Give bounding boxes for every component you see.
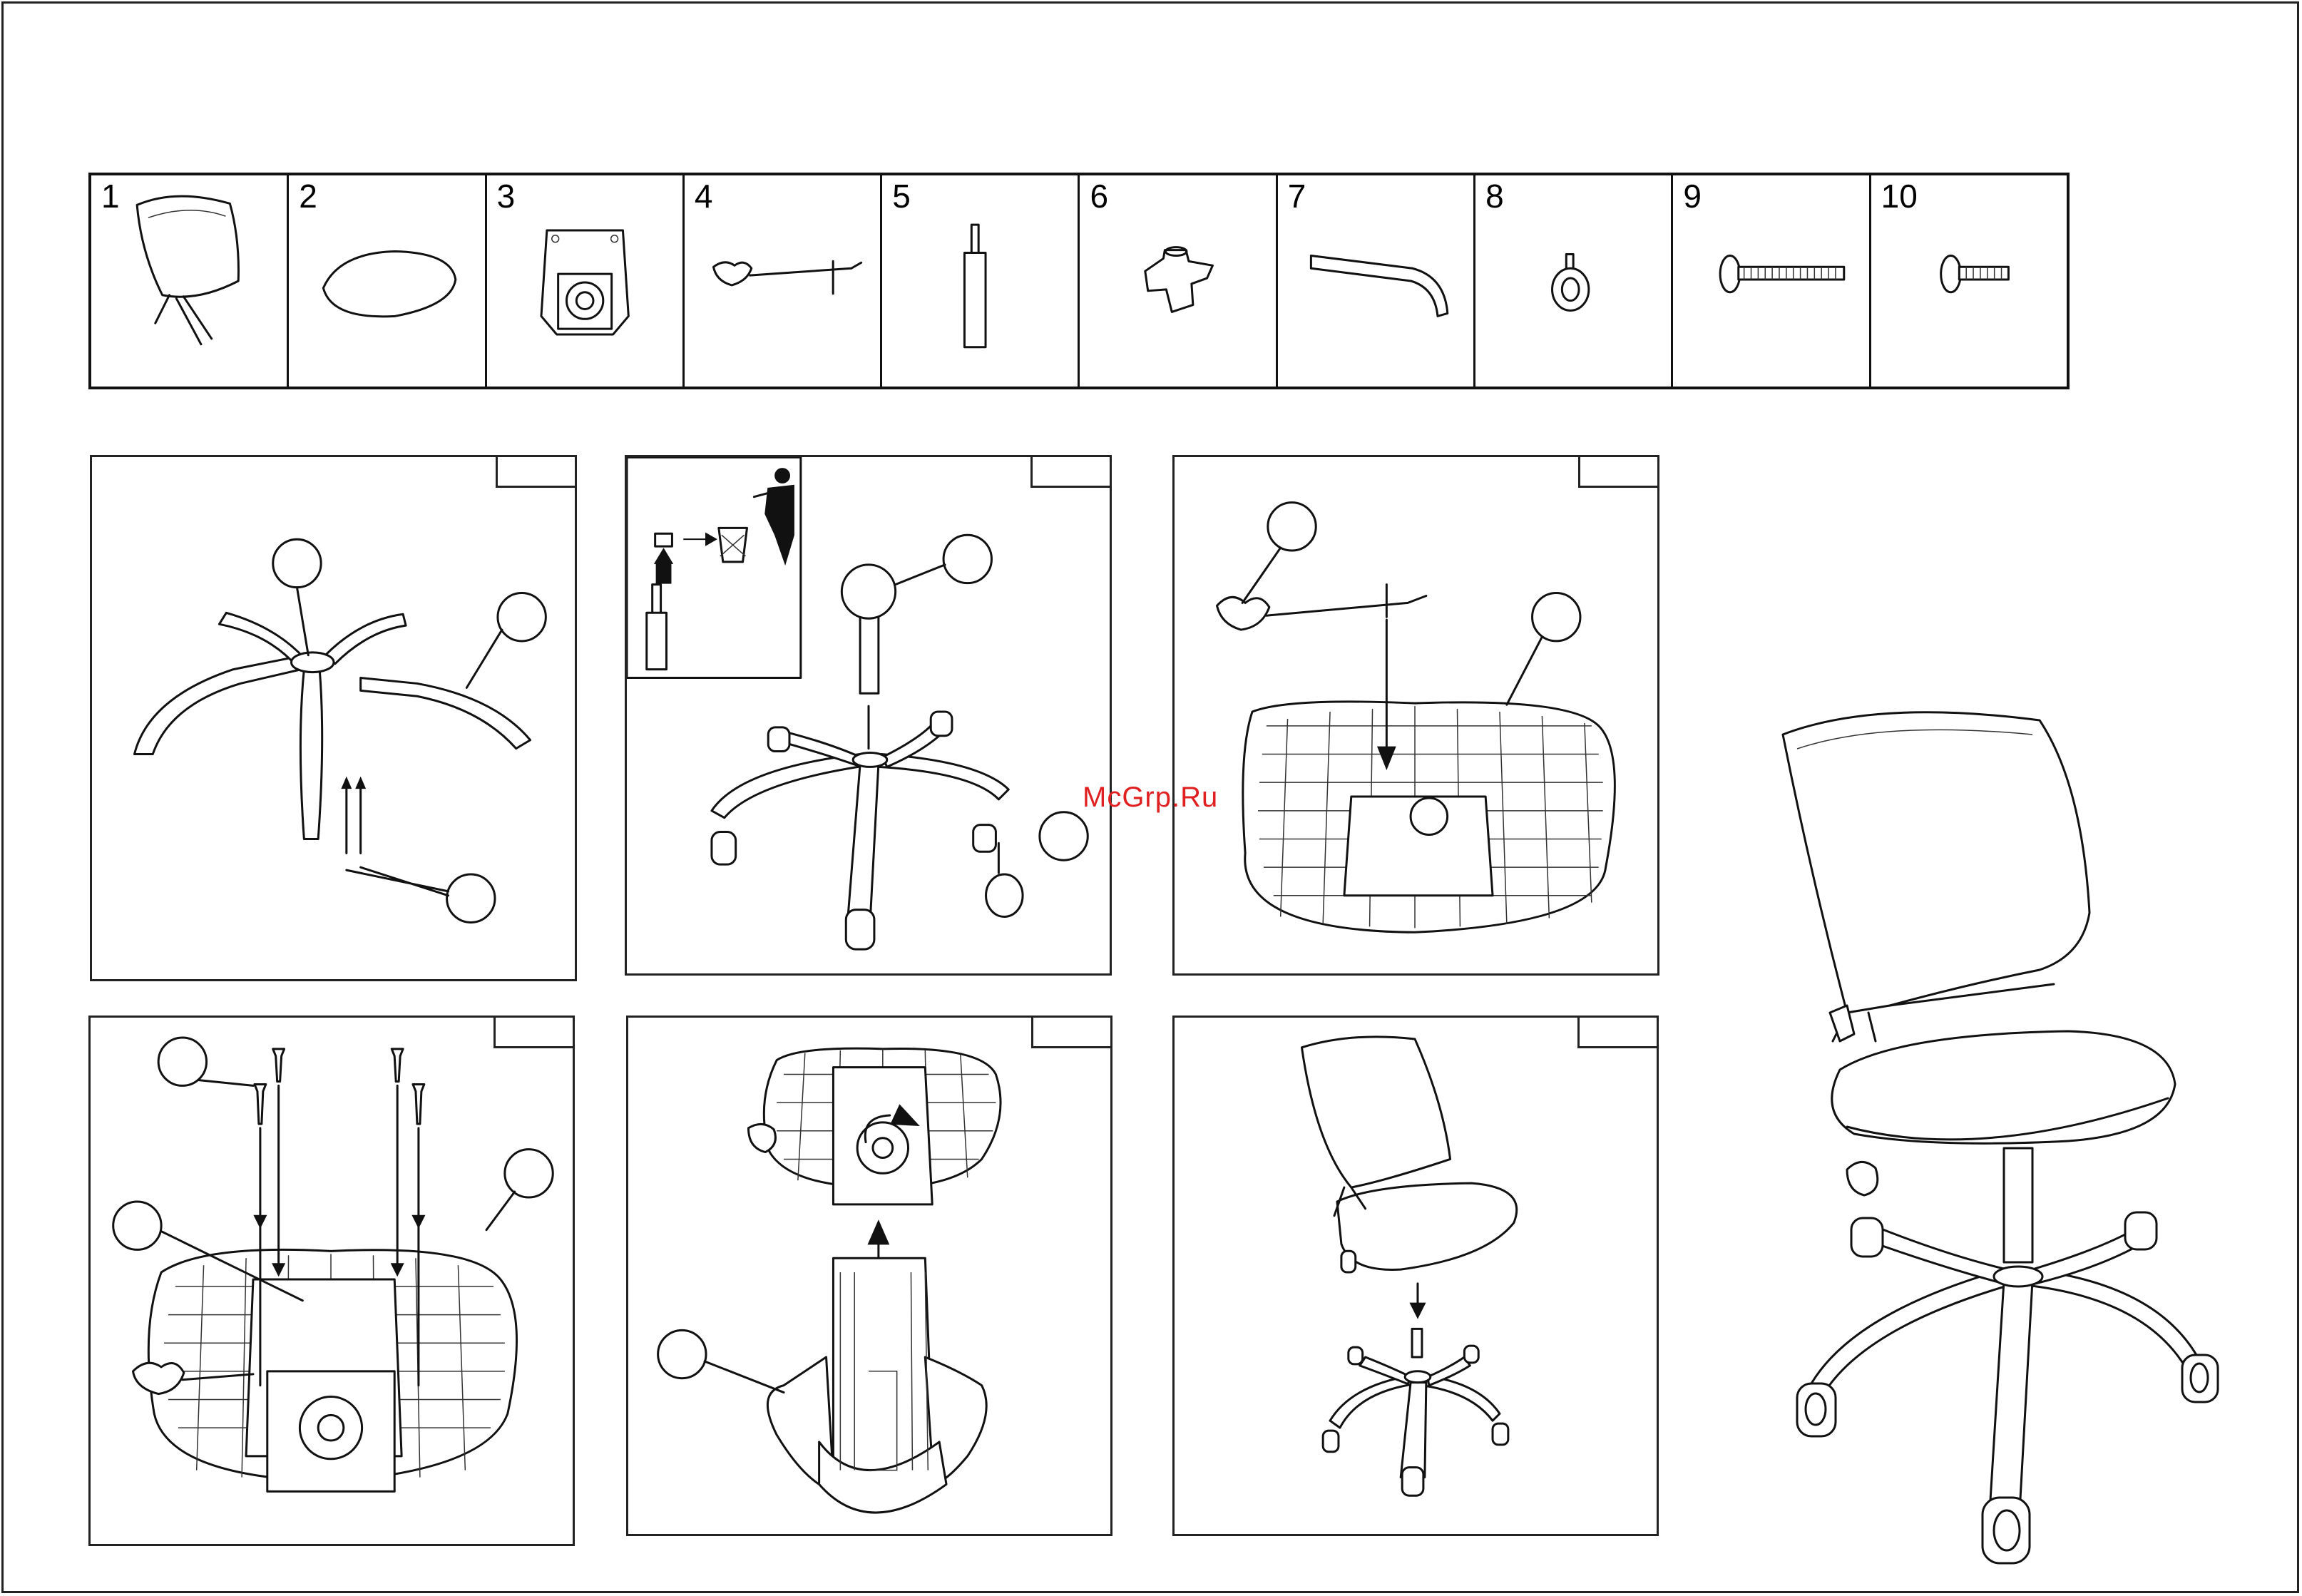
assembled-chair-illustration — [1769, 699, 2268, 1569]
gas-lift-diagram — [627, 457, 1110, 973]
base-leg-icon — [1278, 175, 1473, 387]
part-cell-1: 1 — [91, 175, 289, 387]
part-cell-10: 10 — [1871, 175, 2067, 387]
step-5-panel — [626, 1016, 1112, 1536]
part-cell-2: 2 — [289, 175, 486, 387]
seat-mount-diagram — [628, 1018, 1110, 1534]
short-screw-icon — [1871, 175, 2067, 387]
step-3-panel — [1172, 455, 1659, 976]
step-1-panel — [90, 455, 577, 981]
mechanism-plate-icon — [487, 175, 682, 387]
part-cell-5: 5 — [882, 175, 1080, 387]
long-screw-icon — [1673, 175, 1868, 387]
gas-lever-icon — [685, 175, 880, 387]
base-hub-icon — [1080, 175, 1275, 387]
step-6-panel — [1172, 1016, 1659, 1536]
step-2-panel — [625, 455, 1112, 976]
step-4-panel — [88, 1016, 575, 1546]
seat-to-base-diagram — [1175, 1018, 1657, 1534]
part-cell-8: 8 — [1475, 175, 1673, 387]
part-cell-6: 6 — [1080, 175, 1277, 387]
caster-icon — [1475, 175, 1671, 387]
part-cell-7: 7 — [1278, 175, 1475, 387]
gas-lift-icon — [882, 175, 1078, 387]
part-cell-3: 3 — [487, 175, 685, 387]
seat-cushion-icon — [289, 175, 484, 387]
parts-table: 1 2 3 4 5 — [88, 173, 2070, 389]
base-assembly-diagram — [92, 457, 575, 979]
part-cell-9: 9 — [1673, 175, 1871, 387]
backrest-icon — [91, 175, 287, 387]
mechanism-screw-diagram — [91, 1018, 573, 1544]
part-cell-4: 4 — [685, 175, 882, 387]
lever-install-diagram — [1175, 457, 1657, 973]
watermark: McGrp.Ru — [1083, 782, 1218, 814]
